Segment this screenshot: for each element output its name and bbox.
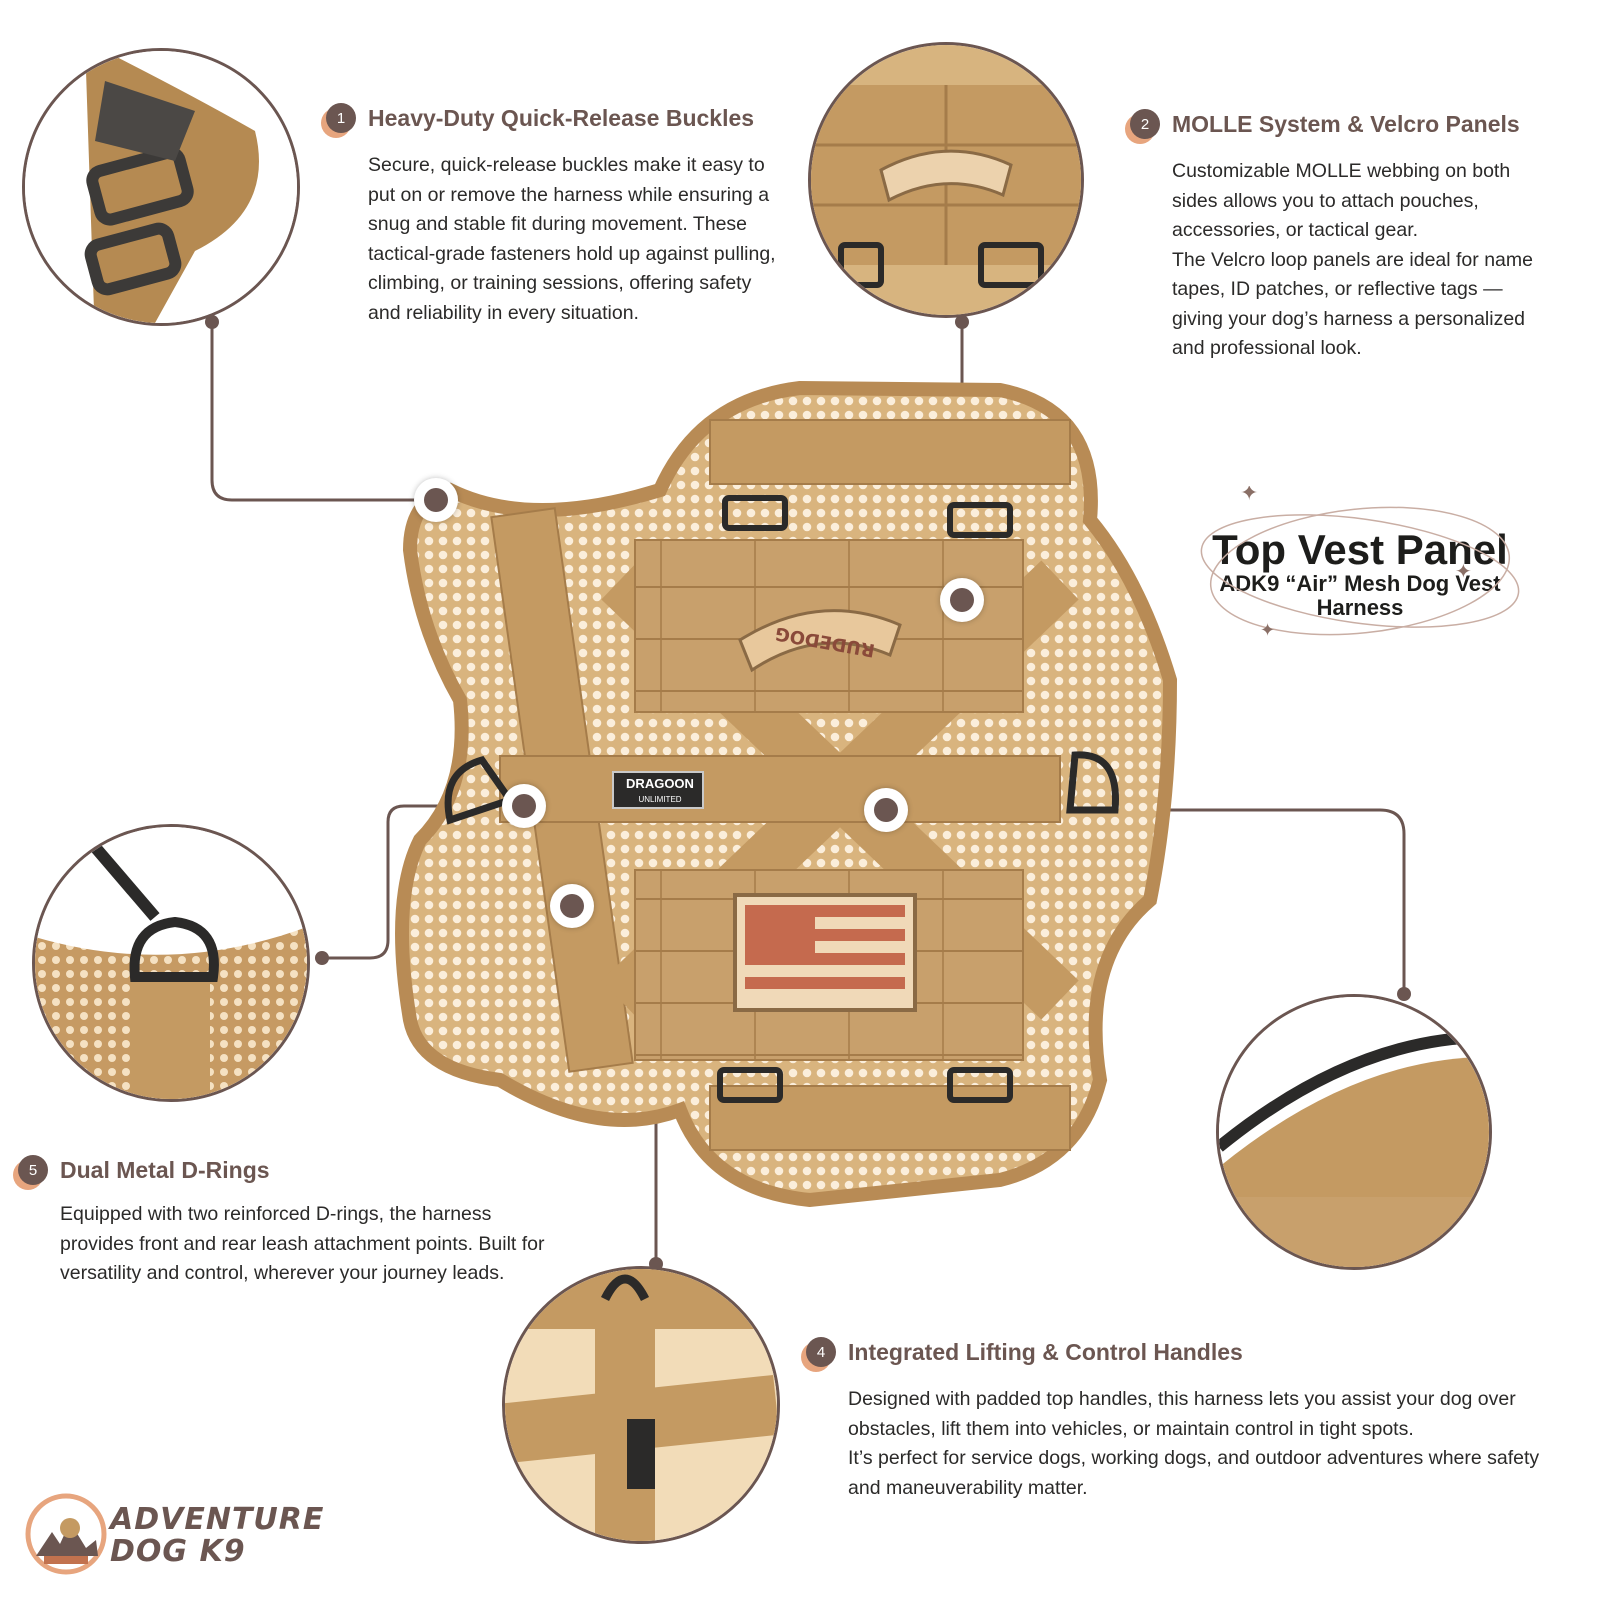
svg-text:✦: ✦ (1240, 486, 1258, 506)
feature-1-title-row: 1 Heavy-Duty Quick-Release Buckles (326, 103, 754, 133)
feature-4-title-row: 4 Integrated Lifting & Control Handles (806, 1337, 1243, 1367)
product-title: Top Vest Panel (1212, 526, 1508, 573)
feature-2-number-badge: 2 (1130, 109, 1160, 139)
front-d-ring (444, 755, 516, 825)
top-strap (709, 419, 1071, 485)
feature-1-body: Secure, quick-release buckles make it ea… (368, 154, 776, 324)
hotspot-buckle[interactable] (414, 478, 458, 522)
connector-buckle (210, 322, 436, 502)
handle-detail-photo (502, 1266, 780, 1544)
handle-strap (499, 755, 1061, 823)
product-subtitle: ADK9 “Air” Mesh Dog Vest Harness (1219, 571, 1501, 620)
feature-4-title: Integrated Lifting & Control Handles (848, 1338, 1243, 1365)
feature-4-body: Designed with padded top handles, this h… (848, 1388, 1540, 1499)
orbit-ornament: ✦ ✦ ✦ (1200, 486, 1520, 641)
brand-logo-icon (24, 1492, 108, 1576)
feature-4-number-badge: 4 (806, 1337, 836, 1367)
feature-5-title: Dual Metal D-Rings (60, 1156, 270, 1183)
connector-d-ring (322, 804, 520, 960)
hotspot-rear-d-ring[interactable] (864, 788, 908, 832)
feature-5-body: Equipped with two reinforced D-rings, th… (60, 1203, 545, 1284)
flag-patch (733, 893, 917, 1012)
feature-1-number-badge: 1 (326, 103, 356, 133)
brand-logo-text-line1: ADVENTURE (110, 1502, 325, 1537)
feature-5-title-row: 5 Dual Metal D-Rings (18, 1155, 270, 1185)
brand-logo-text-line2: DOG K9 (110, 1534, 246, 1569)
hotspot-molle[interactable] (940, 578, 984, 622)
svg-text:UNLIMITED: UNLIMITED (638, 795, 681, 804)
molle-detail-photo (808, 42, 1084, 318)
harness-illustration: RUDEDOG DRAGOON UNLIMITED (395, 380, 1178, 1208)
bottom-strap (709, 1085, 1071, 1151)
feature-1-title: Heavy-Duty Quick-Release Buckles (368, 104, 755, 131)
hotspot-front-d-ring[interactable] (502, 784, 546, 828)
d-ring-detail-photo (32, 824, 310, 1102)
hotspot-handle[interactable] (550, 884, 594, 928)
rear-d-ring (1066, 751, 1119, 814)
feature-2-body: Customizable MOLLE webbing on both sides… (1172, 160, 1533, 359)
buckle-detail-photo (22, 48, 300, 326)
product-title-block: ✦ ✦ ✦ Top Vest Panel ADK9 “Air” Mesh Dog… (1180, 486, 1540, 641)
svg-text:✦: ✦ (1260, 620, 1275, 641)
connector-rear-d-ring (880, 808, 1406, 994)
feature-2-title-row: 2 MOLLE System & Velcro Panels (1130, 109, 1520, 139)
feature-2-title: MOLLE System & Velcro Panels (1172, 110, 1520, 137)
svg-text:DRAGOON: DRAGOON (626, 776, 694, 791)
svg-text:✦: ✦ (1455, 559, 1472, 583)
feature-5-number-badge: 5 (18, 1155, 48, 1185)
brand-label: DRAGOON UNLIMITED (612, 771, 704, 809)
padding-detail-photo (1216, 994, 1492, 1270)
